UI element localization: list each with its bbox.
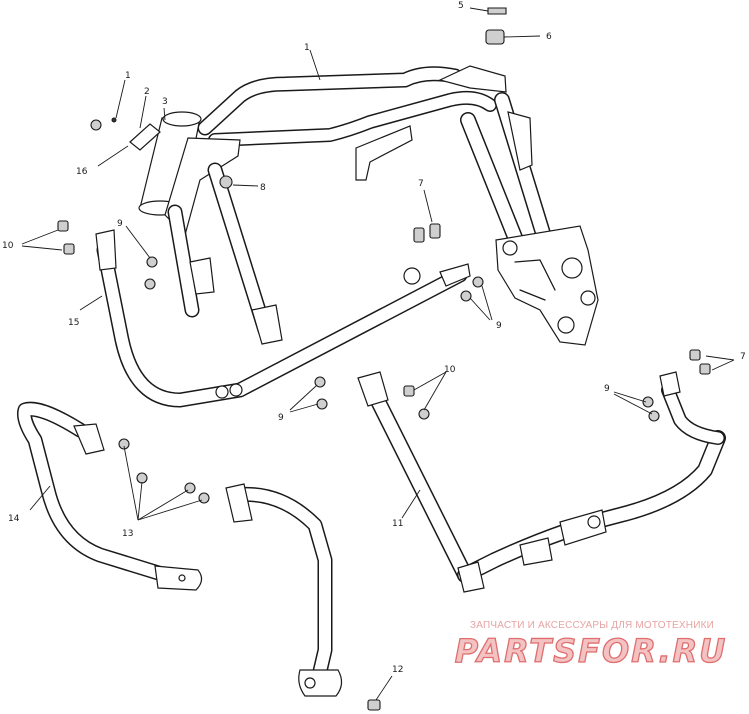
backbone-tube-lower [208, 90, 497, 147]
right-bar-tab-top [357, 371, 389, 407]
callout-10-center: 10 [444, 365, 456, 375]
center-bar-foot-hole [304, 677, 316, 689]
pivot-hole-lower [557, 316, 575, 334]
watermark-logo: PARTSFOR.RU [454, 631, 728, 670]
steering-head-top [162, 111, 202, 127]
nut-part-9f [316, 398, 328, 410]
nut-part-9a [146, 256, 158, 268]
bolt-part-10b [63, 243, 75, 255]
rear-bracket-upper [507, 111, 533, 171]
left-tube-fitting [215, 385, 229, 399]
head-gusset [164, 137, 241, 237]
bolt-part-7a [413, 227, 425, 243]
callout-7-right: 7 [740, 352, 746, 362]
right-bar-hole [587, 515, 601, 529]
left-bar-clamp [73, 423, 105, 455]
nut-part-9h [648, 410, 660, 422]
callout-6: 6 [546, 32, 552, 42]
nut-part-13a [118, 438, 130, 450]
swingarm-mount [495, 225, 599, 346]
right-bar-foot [457, 561, 485, 593]
callout-15: 15 [68, 318, 79, 328]
right-bar-bracket [519, 537, 553, 566]
nut-part-9e [314, 376, 326, 388]
bolt-part-10a [57, 220, 69, 232]
callout-3: 3 [162, 97, 168, 107]
callout-9-left: 9 [117, 219, 123, 229]
downtube-end [251, 304, 283, 345]
left-tube-fitting-2 [229, 383, 243, 397]
left-lower-tube [95, 229, 471, 408]
watermark-caption: ЗАПЧАСТИ И АКСЕССУАРЫ ДЛЯ МОТОТЕХНИКИ [469, 620, 715, 631]
callout-8: 8 [260, 183, 266, 193]
right-bar-plate [559, 509, 607, 546]
callout-14: 14 [8, 514, 20, 524]
nut-part-13d [198, 492, 210, 504]
bolt-part-10c [403, 385, 415, 397]
backbone-tube-upper [197, 66, 463, 136]
center-crash-bar [225, 483, 343, 697]
pivot-hole-upper [561, 257, 583, 279]
center-bar-foot [298, 669, 343, 697]
leader-lines [21, 7, 735, 701]
downtube-bracket [189, 257, 215, 295]
nut-part-9g [642, 396, 654, 408]
nut-part-13b [136, 472, 148, 484]
washer-part-5 [487, 7, 507, 15]
left-bar-foot-plate [154, 565, 203, 591]
callout-9-lower: 9 [278, 413, 284, 423]
left-tube-end-cap [439, 263, 471, 287]
nut-part-8 [219, 175, 233, 189]
callout-7-center: 7 [418, 179, 424, 189]
front-downtubes [167, 162, 273, 338]
fasteners [57, 7, 711, 711]
center-bar-bracket [225, 483, 253, 523]
pivot-hole-side [580, 290, 596, 306]
callout-1: 1 [304, 43, 310, 53]
bolt-part-12 [367, 699, 381, 711]
gasket-part-2 [129, 123, 161, 151]
bolt-part-7b [429, 223, 441, 239]
right-crash-bar [357, 371, 726, 593]
bushing-part-6 [485, 29, 505, 45]
callout-labels: 1 2 3 1 5 6 7 7 8 9 9 9 9 10 10 11 12 13… [2, 1, 746, 675]
callout-1-screw: 1 [125, 71, 131, 81]
callout-12: 12 [392, 665, 403, 675]
nut-part-9b [144, 278, 156, 290]
callout-16: 16 [76, 167, 88, 177]
main-frame [138, 65, 599, 346]
callout-9-center: 9 [496, 321, 502, 331]
mount-boss [502, 240, 518, 256]
nut-part-13c [184, 482, 196, 494]
bolt-part-7d [699, 363, 711, 375]
left-tube-knuckle [403, 267, 421, 285]
screw-part-1 [111, 117, 117, 123]
top-plate [438, 65, 507, 93]
left-bar-foot-hole [178, 574, 186, 582]
callout-5: 5 [458, 1, 464, 11]
left-crash-bar [17, 401, 203, 591]
bolt-part-7c [689, 349, 701, 361]
callout-11: 11 [392, 519, 403, 529]
gusset-plate [355, 125, 413, 181]
rear-downtubes [460, 92, 553, 258]
callout-2: 2 [144, 87, 150, 97]
nut-part-10d [418, 408, 430, 420]
nut-part-16 [90, 119, 102, 131]
callout-10-left: 10 [2, 241, 14, 251]
nut-part-9d [472, 276, 484, 288]
callout-13: 13 [122, 529, 133, 539]
callout-9-right: 9 [604, 384, 610, 394]
right-bar-tab-end [659, 371, 681, 397]
nut-part-9c [460, 290, 472, 302]
left-tube-top-tab [95, 229, 117, 271]
swingarm-detail [514, 259, 556, 301]
